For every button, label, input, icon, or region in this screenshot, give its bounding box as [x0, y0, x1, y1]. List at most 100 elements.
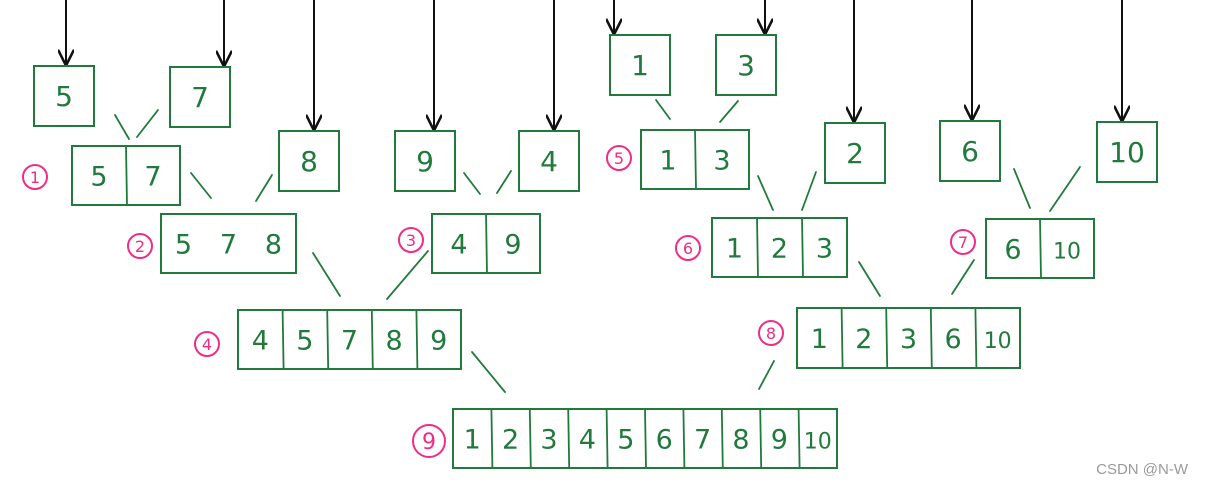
step-number: 3 [406, 231, 416, 250]
cell-divider [1039, 218, 1042, 279]
cell-value: 8 [732, 425, 749, 456]
input-value: 6 [961, 135, 979, 168]
step-number: 9 [422, 430, 436, 455]
step-label: 5 [606, 145, 632, 171]
cell-value: 7 [694, 425, 711, 456]
input-value: 4 [540, 145, 558, 178]
step-number: 1 [30, 168, 40, 187]
cell-value: 4 [252, 326, 269, 357]
cell-value: 5 [296, 326, 313, 357]
step-number: 4 [202, 335, 212, 354]
step-label: 4 [194, 331, 220, 357]
merge-connector [858, 261, 881, 297]
input-box: 3 [715, 34, 777, 96]
step-number: 2 [135, 237, 145, 256]
cell-value: 6 [656, 425, 673, 456]
cell-value: 8 [265, 230, 282, 261]
input-box: 8 [278, 130, 340, 192]
merge-connector [758, 360, 775, 390]
input-box: 10 [1096, 121, 1158, 183]
cell-divider [490, 408, 494, 469]
cell-value: 6 [1004, 235, 1021, 266]
cell-divider [797, 408, 801, 469]
input-box: 4 [518, 130, 580, 192]
cell-divider [644, 408, 647, 469]
step-number: 6 [683, 239, 693, 258]
merge-connector [1013, 168, 1031, 209]
input-value: 8 [300, 145, 318, 178]
cell-value: 5 [617, 425, 634, 456]
step-label: 8 [758, 320, 784, 346]
cell-value: 4 [579, 425, 596, 456]
input-value: 5 [55, 80, 73, 113]
watermark: CSDN @N-W [1096, 461, 1188, 478]
step-label: 7 [950, 229, 976, 255]
cell-value: 7 [341, 326, 358, 357]
cell-divider [974, 307, 978, 369]
cell-divider [682, 408, 686, 469]
step-number: 8 [766, 324, 776, 343]
cell-divider [567, 408, 571, 469]
cell-value: 3 [816, 234, 833, 265]
input-value: 9 [416, 145, 434, 178]
cell-value: 5 [90, 162, 107, 193]
step-label: 1 [22, 164, 48, 190]
merge-connector [655, 99, 671, 120]
step-label: 9 [412, 424, 446, 458]
merge-connector [471, 351, 506, 393]
cell-value: 1 [811, 324, 828, 355]
cell-divider [415, 309, 419, 370]
input-box: 7 [169, 66, 231, 128]
cell-value: 2 [855, 324, 872, 355]
cell-divider [326, 309, 330, 370]
cell-divider [840, 307, 844, 369]
cell-value: 3 [713, 146, 730, 177]
merge-connector [255, 174, 273, 202]
cell-divider [929, 307, 933, 369]
cell-value: 2 [771, 234, 788, 265]
input-box: 2 [824, 122, 886, 184]
step-label: 2 [127, 233, 153, 259]
cell-divider [528, 408, 532, 469]
step-label: 6 [675, 235, 701, 261]
input-value: 1 [631, 49, 649, 82]
cell-value: 1 [464, 425, 481, 456]
cell-value: 3 [540, 425, 557, 456]
cell-divider [720, 408, 724, 469]
cell-value: 9 [504, 230, 521, 261]
merge-connector [136, 109, 159, 138]
input-value: 7 [191, 81, 209, 114]
cell-divider [694, 129, 697, 190]
step-number: 7 [958, 233, 968, 252]
cell-value: 9 [430, 326, 447, 357]
cell-value: 9 [771, 425, 788, 456]
cell-value: 1 [659, 146, 676, 177]
cell-value: 3 [900, 324, 917, 355]
cell-value: 8 [386, 326, 403, 357]
cell-divider [281, 309, 285, 370]
cell-divider [370, 309, 374, 370]
merge-connector [1049, 166, 1081, 212]
merge-connector [463, 172, 481, 195]
cell-value: 7 [144, 162, 161, 193]
cell-divider [605, 408, 609, 469]
cell-value: 4 [450, 230, 467, 261]
merge-connector [190, 172, 212, 199]
cell-divider [801, 217, 804, 278]
merge-connector [719, 100, 739, 123]
merge-connector [386, 250, 429, 300]
cell-divider [125, 145, 128, 206]
cell-divider [485, 213, 488, 274]
input-box: 6 [939, 120, 1001, 182]
cell-divider [885, 307, 889, 369]
step-label: 3 [398, 227, 424, 253]
merge-connector [951, 259, 975, 295]
